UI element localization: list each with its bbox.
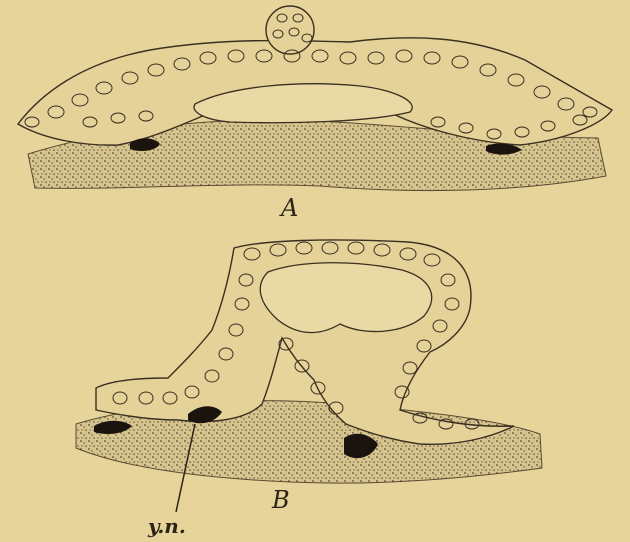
panel-a bbox=[18, 6, 612, 191]
panel-a-label: A bbox=[281, 196, 298, 220]
yolk-nucleus-label: y.n. bbox=[148, 516, 186, 536]
cavity-b bbox=[260, 263, 431, 333]
panel-b-label: B bbox=[272, 488, 290, 512]
panel-b bbox=[76, 240, 542, 512]
